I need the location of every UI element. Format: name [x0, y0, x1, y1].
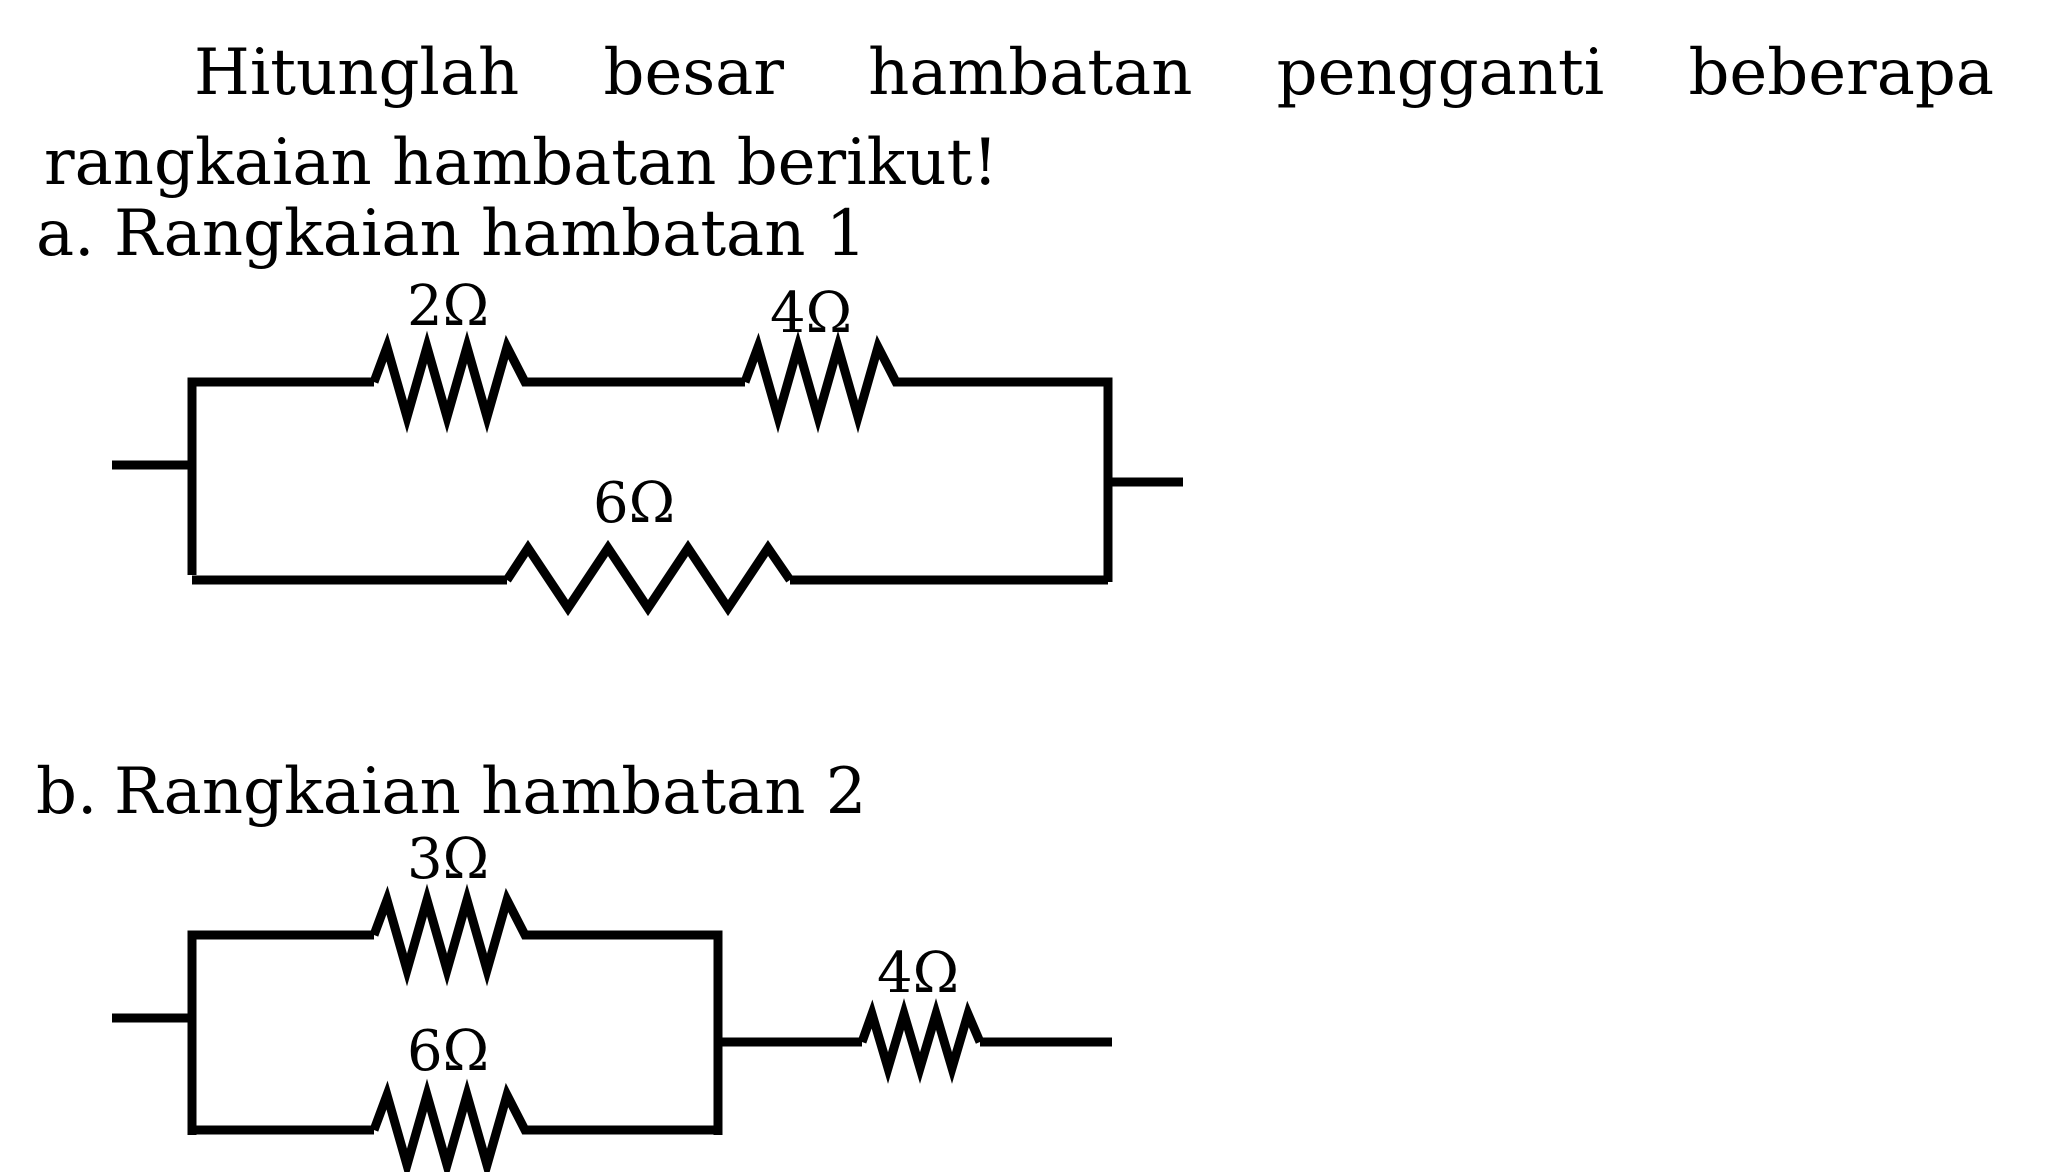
resistor-4ohm-b-label: 4Ω: [877, 941, 959, 1006]
resistor-2ohm: [369, 330, 538, 434]
part-a-heading: a. Rangkaian hambatan 1: [36, 194, 866, 274]
part-b-letter: b.: [36, 755, 98, 829]
resistor-6ohm-label: 6Ω: [593, 471, 675, 536]
part-b-title: Rangkaian hambatan 2: [114, 755, 867, 829]
part-b-heading: b.Rangkaian hambatan 2: [36, 752, 866, 832]
resistor-3ohm: [369, 883, 538, 987]
circuit-a: 2Ω 4Ω 6Ω: [112, 274, 1183, 617]
resistor-4ohm-series-b: [857, 998, 985, 1084]
resistor-6ohm-lower: [369, 1078, 538, 1172]
circuit-b: 3Ω 6Ω 4Ω: [112, 827, 1112, 1172]
question-text: Hitunglah besar hambatan pengganti beber…: [44, 36, 1994, 200]
resistor-6ohm-lower-label: 6Ω: [407, 1019, 489, 1084]
circuit-a-top-wire: [187, 377, 1113, 582]
resistor-2ohm-label: 2Ω: [407, 274, 489, 339]
resistor-6ohm-parallel: [503, 539, 794, 617]
part-a-title: Rangkaian hambatan 1: [114, 197, 867, 271]
resistor-4ohm-label: 4Ω: [770, 281, 852, 346]
resistor-3ohm-label: 3Ω: [407, 827, 489, 892]
part-a-letter: a.: [36, 197, 95, 271]
circuit-b-top-wire: [187, 930, 723, 1135]
resistor-4ohm-series: [740, 330, 908, 434]
